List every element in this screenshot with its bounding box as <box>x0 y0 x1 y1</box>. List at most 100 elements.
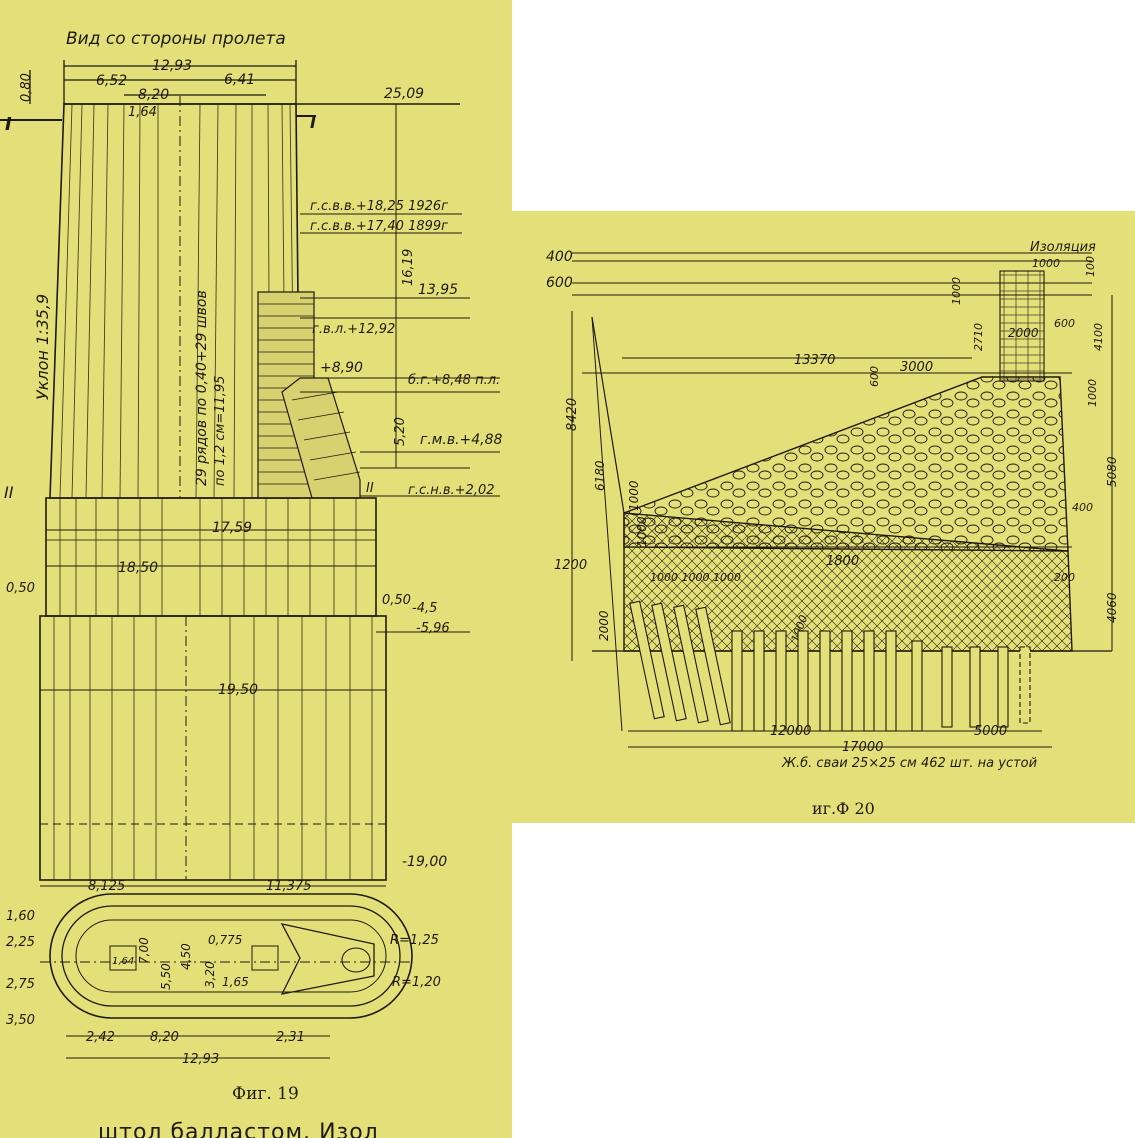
fig20-dim-1000-left: 1000 <box>627 480 641 511</box>
plan-dim-1-60: 1,60 <box>6 909 35 924</box>
level-25-09: 25,09 <box>384 86 424 102</box>
fig20-dim-8420: 8420 <box>565 398 580 431</box>
plan-radius-1-25: R=1,25 <box>390 933 439 948</box>
section-mark-I-right: I <box>310 113 316 132</box>
level-minus-19-00: -19,00 <box>402 854 447 870</box>
fig20-dim-600-top: 600 <box>1054 317 1075 330</box>
width-17-59: 17,59 <box>212 520 252 536</box>
fig19-header: Вид со стороны пролета <box>66 29 286 49</box>
level-5-20: 5,20 <box>393 417 408 446</box>
caisson-lower-hatching <box>53 616 373 880</box>
level-13-95: 13,95 <box>418 282 458 298</box>
fig19-top-dim-lines <box>29 60 297 104</box>
fig20-dim-100: 100 <box>1084 256 1097 277</box>
fig20-dim-400: 400 <box>546 249 573 265</box>
fig20-dim-17000: 17000 <box>842 740 883 755</box>
fig20-dim-5000: 5000 <box>974 724 1007 739</box>
fig19-dim-total: 12,93 <box>152 58 192 74</box>
plan-well-right <box>251 945 279 971</box>
bottom-dim-11-375: 11,375 <box>266 879 312 894</box>
masonry-courses <box>258 303 314 485</box>
fig20-dim-1000-a: 1000 <box>950 277 963 305</box>
fig20-insulation: Изоляция <box>1030 240 1096 255</box>
width-19-50: 19,50 <box>218 682 258 698</box>
fig20-dim-1000-triple: 1000 1000 1000 <box>650 571 741 584</box>
slope-note: Уклон 1:35,9 <box>33 294 52 400</box>
level-minus-5-96: -5,96 <box>416 621 450 636</box>
fig20-dim-4060: 4060 <box>1105 592 1119 623</box>
plan-dim-2-31: 2,31 <box>276 1030 305 1045</box>
fig20-dim-2000: 2000 <box>597 610 611 641</box>
plan-cutwater-well <box>341 947 371 973</box>
fig20-caption: иг.Ф 20 <box>812 799 875 818</box>
level-ice-12-92: г.в.л.+12,92 <box>312 322 395 337</box>
caisson-lower <box>39 615 387 881</box>
slope-line-left-2 <box>591 316 623 732</box>
plan-outline-core <box>75 919 387 993</box>
figure-19-drawing: Вид со стороны пролета 12,93 6,52 6,41 8… <box>0 29 503 1067</box>
rows-note-2: по 1,2 см=11,95 <box>213 376 228 486</box>
fig20-dim-600: 600 <box>546 275 573 291</box>
fig20-dim-4100: 4100 <box>1092 323 1105 351</box>
plan-cutwater <box>280 923 375 995</box>
section-mark-II-left: II <box>4 483 14 502</box>
fig20-dim-12000: 12000 <box>770 724 811 739</box>
section-mark-II-right: II <box>366 481 374 496</box>
level-lw-4-88: г.м.в.+4,88 <box>420 432 503 448</box>
level-llw-2-02: г.с.н.в.+2,02 <box>408 483 495 498</box>
plan-dim-2-75: 2,75 <box>6 977 35 992</box>
fig20-dim-1000-mid: 1000 <box>635 516 649 547</box>
caisson-upper-hatching <box>46 498 376 616</box>
level-hhw-1926: г.с.в.в.+18,25 1926г <box>310 199 448 214</box>
level-hhw-1899: г.с.в.в.+17,40 1899г <box>310 219 448 234</box>
plan-dim-1-64: 1,64 <box>112 956 134 967</box>
fig20-piles-note: Ж.б. сваи 25×25 см 462 шт. на устой <box>781 756 1037 771</box>
level-16-19: 16,19 <box>401 249 416 286</box>
fig19-dim-small: 1,64 <box>128 105 157 120</box>
plan-dim-3-20: 3,20 <box>203 961 217 988</box>
plan-dim-4-50: 4,50 <box>179 943 193 970</box>
fig20-dim-3000: 3000 <box>900 360 933 375</box>
fig20-dim-1000-right: 1000 <box>1086 379 1099 407</box>
fig19-dim-left: 6,52 <box>96 73 127 89</box>
fig20-dim-1800: 1800 <box>826 554 859 569</box>
fig19-dim-inner: 8,20 <box>138 87 169 103</box>
level-8-48: б.г.+8,48 п.л. <box>408 373 500 388</box>
fig20-dim-400-right: 400 <box>1072 501 1093 514</box>
level-minus-4-5: -4,5 <box>412 601 437 616</box>
section-mark-I-left: I <box>5 114 12 135</box>
offset-right-0-50: 0,50 <box>382 593 411 608</box>
body-text-fragment: штол балластом. Изол <box>98 1120 379 1138</box>
plan-dim-5-50: 5,50 <box>159 963 173 990</box>
fig20-dim-200: 200 <box>1054 571 1075 584</box>
insulation-wall <box>999 270 1045 382</box>
fig20-dim-1200: 1200 <box>554 558 587 573</box>
fig20-dim-6180: 6180 <box>593 460 607 491</box>
bottom-dim-8-125: 8,125 <box>88 879 125 894</box>
plan-well-left <box>109 945 137 971</box>
fig19-dim-cap: 0,80 <box>19 73 34 102</box>
plan-dim-3-50: 3,50 <box>6 1013 35 1028</box>
offset-left-0-50: 0,50 <box>6 581 35 596</box>
figure-20-drawing: 400 600 8420 6180 1200 1000 2000 Изоляци… <box>546 240 1119 771</box>
plan-outline-outer <box>49 893 413 1019</box>
plan-dim-1-65: 1,65 <box>222 975 249 989</box>
slope-line-left <box>591 316 625 514</box>
piles <box>629 600 1031 732</box>
plan-dim-2-25: 2,25 <box>6 935 35 950</box>
plan-dim-8-20: 8,20 <box>150 1030 179 1045</box>
plan-radius-1-20: R=1,20 <box>392 975 441 990</box>
plan-dim-0-775: 0,775 <box>208 933 242 947</box>
caisson-upper <box>45 497 377 617</box>
fig20-dim-600-mid: 600 <box>868 366 881 387</box>
figure-19-sheet: Вид со стороны пролета 12,93 6,52 6,41 8… <box>0 0 512 1138</box>
fig20-dim-1000-top: 1000 <box>1032 257 1060 270</box>
fig19-dim-right: 6,41 <box>224 72 255 88</box>
fig19-caption: Фиг. 19 <box>232 1084 299 1104</box>
figure-20-sheet: 400 600 8420 6180 1200 1000 2000 Изоляци… <box>512 211 1135 823</box>
plan-dim-7-00: 7,00 <box>137 937 151 964</box>
plan-dim-2-42: 2,42 <box>86 1030 115 1045</box>
level-8-90: +8,90 <box>320 360 363 376</box>
water-level-lines <box>300 104 500 497</box>
width-18-50: 18,50 <box>118 560 158 576</box>
